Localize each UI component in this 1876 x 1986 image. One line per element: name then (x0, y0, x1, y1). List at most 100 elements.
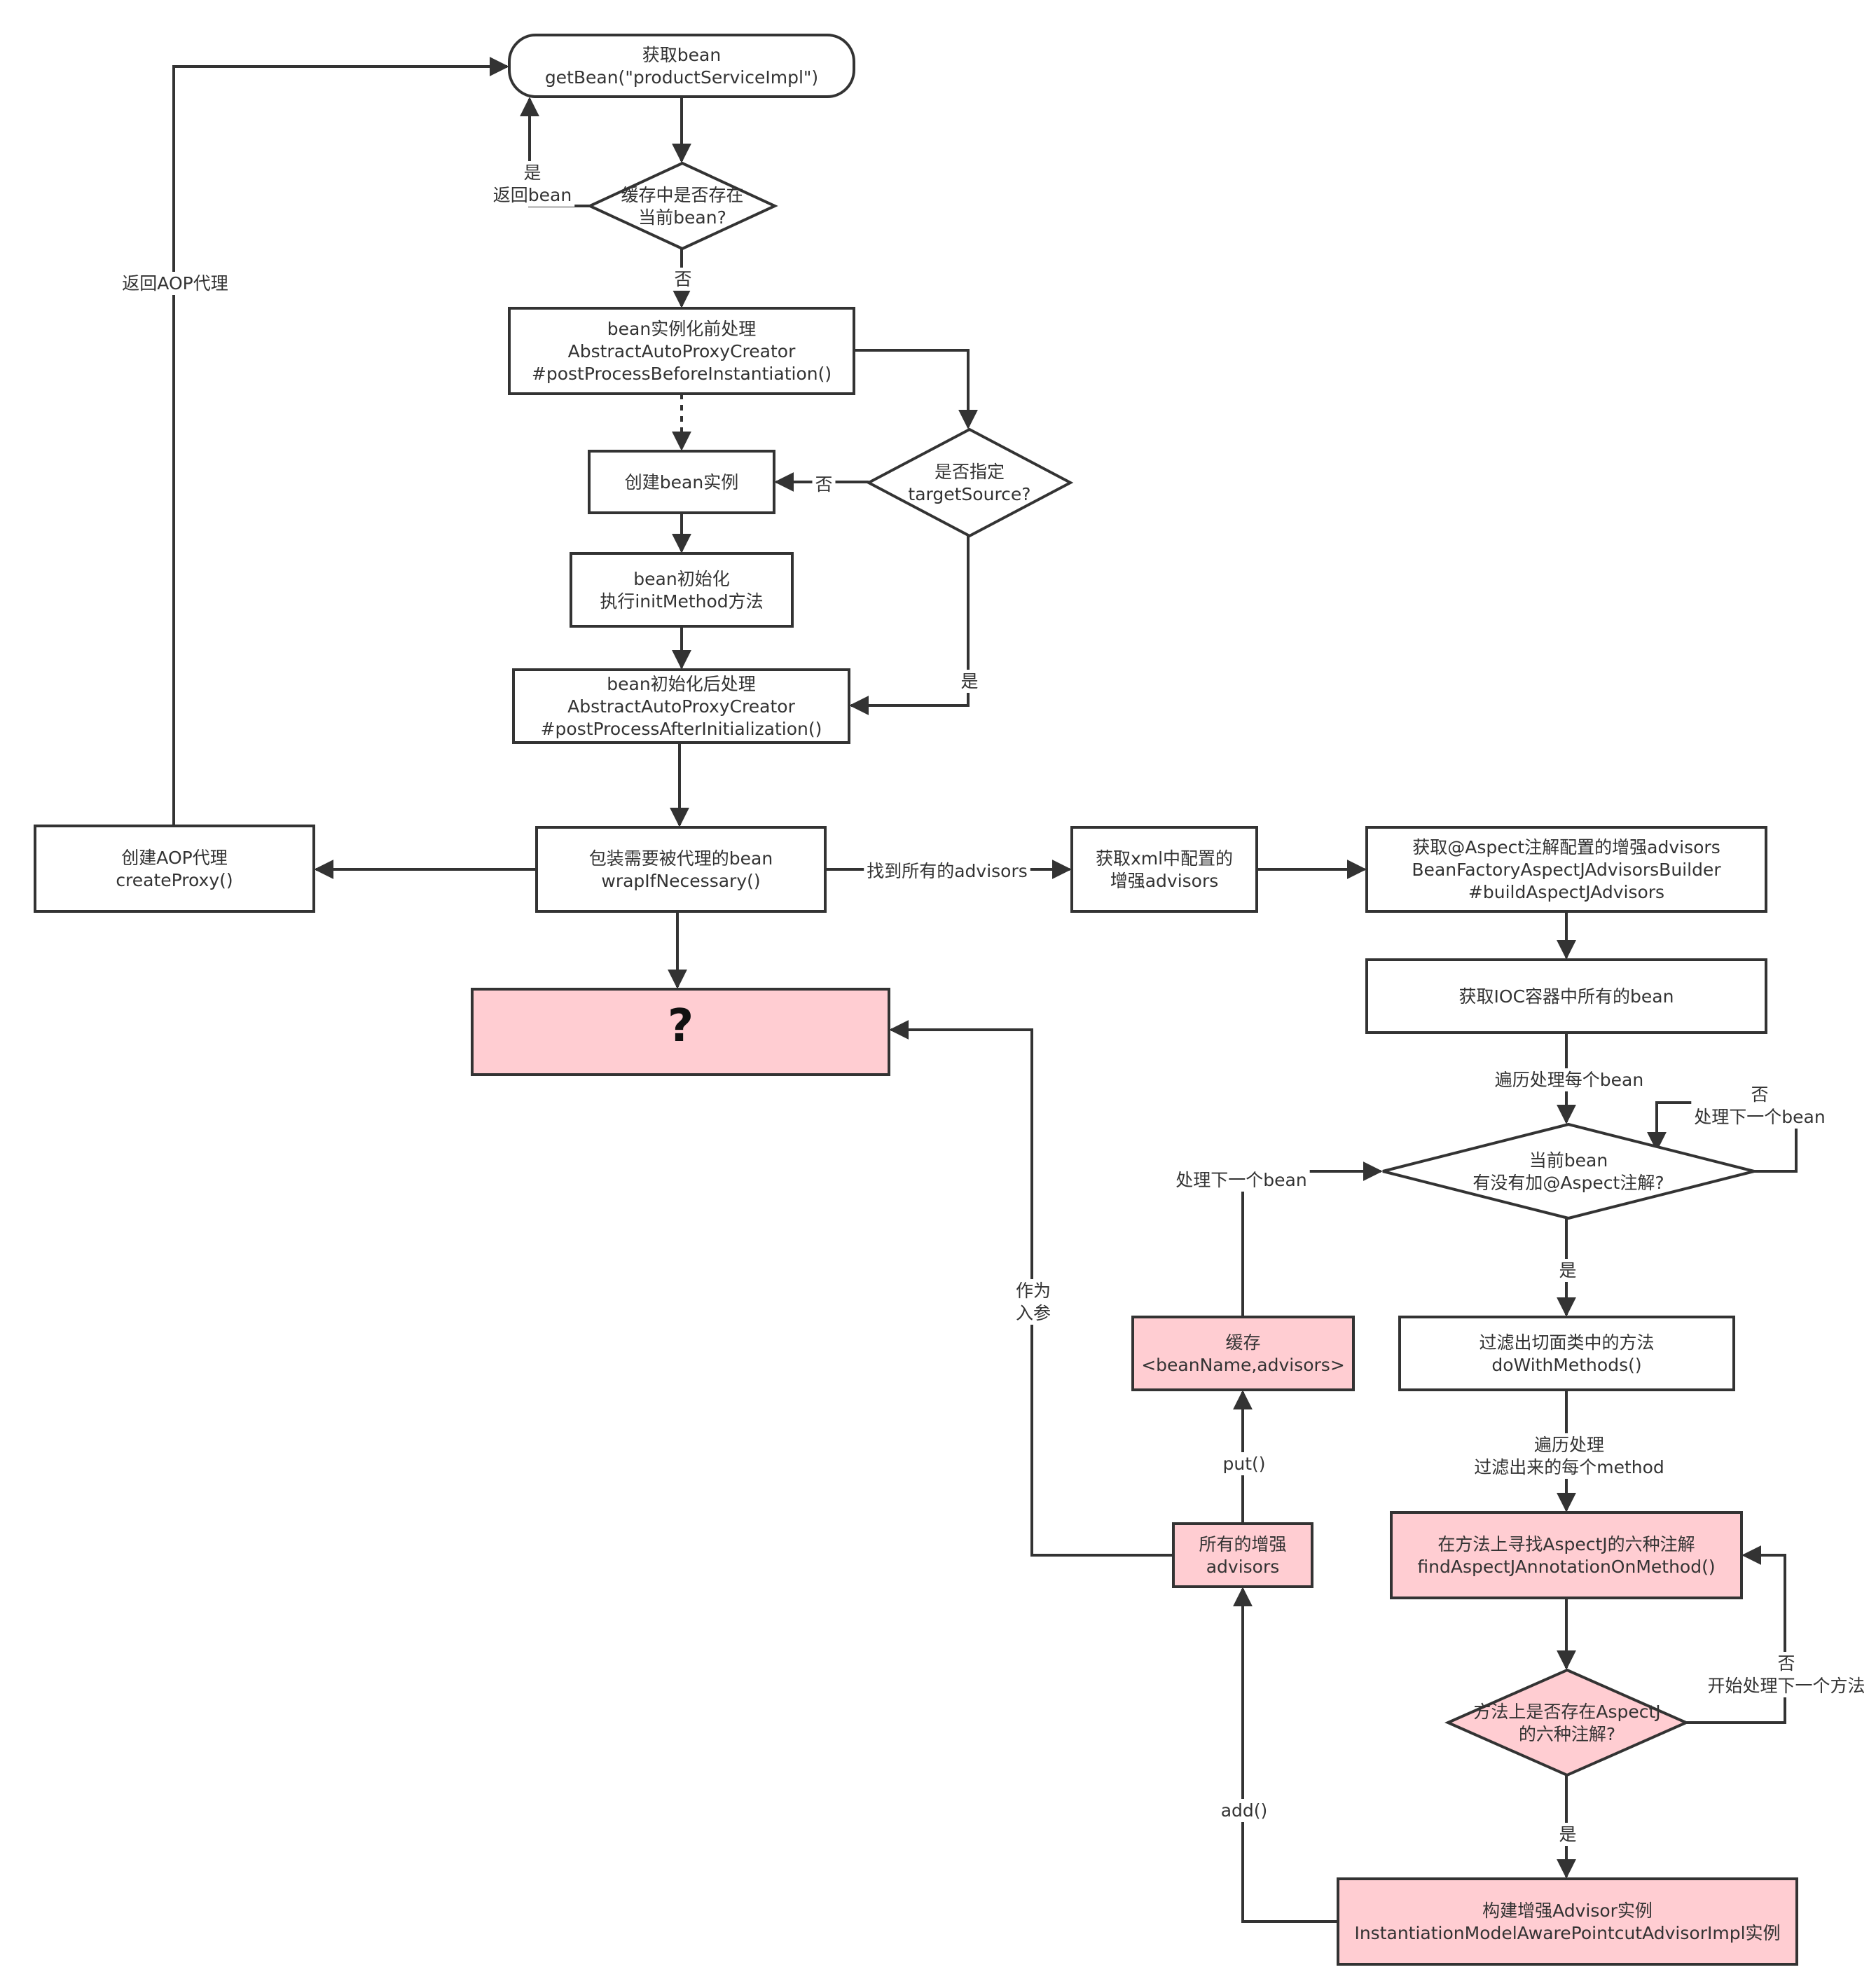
node-label: bean初始化执行initMethod方法 (600, 569, 763, 612)
edge-label-target-yes: 是 (958, 670, 981, 693)
box-shape (34, 825, 315, 913)
edge-label-traverse-methods: 遍历处理过滤出来的每个method (1471, 1433, 1667, 1479)
box-shape (1365, 826, 1767, 913)
edge-label-text: 处理下一个bean (1175, 1170, 1306, 1190)
box-shape (1365, 958, 1767, 1034)
edge-label-next-bean: 处理下一个bean (1173, 1168, 1310, 1192)
edge-label-next-bean-no: 否处理下一个bean (1691, 1083, 1828, 1129)
box-shape (1131, 1316, 1355, 1391)
node-create-instance: 创建bean实例 (588, 450, 775, 514)
edge-label-put: put() (1220, 1452, 1269, 1475)
node-ioc-beans: 获取IOC容器中所有的bean (1365, 958, 1767, 1034)
label-background (864, 860, 1030, 883)
diamond-shape (1444, 1668, 1690, 1777)
box-shape (471, 988, 890, 1076)
label-background (671, 268, 695, 291)
label-background (812, 473, 836, 496)
rounded-shape (508, 34, 855, 98)
label-background (1471, 1433, 1667, 1479)
node-cache-advisors: 缓存<beanName,advisors> (1131, 1316, 1355, 1391)
box-shape (570, 552, 794, 628)
edge-label-text: 返回AOP代理 (122, 273, 228, 294)
edge-proxy-to-get (172, 57, 509, 826)
edge-exists-to-find (1686, 1545, 1786, 1724)
label-background (1218, 1799, 1271, 1822)
label-background (119, 272, 231, 295)
edge-label-text: add() (1221, 1800, 1268, 1821)
box-shape (1337, 1877, 1798, 1966)
edge-label-aspect-yes: 是 (1556, 1259, 1580, 1282)
edge-label-text: 遍历处理过滤出来的每个method (1474, 1435, 1664, 1477)
diamond-shape (865, 427, 1074, 538)
edge-label-text: 作为入参 (1016, 1281, 1051, 1323)
box-shape (1398, 1316, 1735, 1391)
label-background (490, 161, 575, 207)
edge-label-return-proxy: 返回AOP代理 (119, 272, 231, 295)
label-background (1704, 1652, 1868, 1697)
diamond-shape (586, 161, 778, 251)
edge-label-text: 否 (674, 269, 691, 289)
edge-before-to-target (854, 349, 978, 429)
edge-label-add: add() (1218, 1799, 1271, 1822)
edge-build-to-all (1233, 1587, 1338, 1923)
edge-label-next-method-no: 否开始处理下一个方法 (1704, 1652, 1868, 1697)
edge-label-text: 否处理下一个bean (1694, 1084, 1825, 1127)
label-background (958, 670, 981, 693)
edge-label-traverse-beans: 遍历处理每个bean (1491, 1068, 1647, 1091)
edge-cache-to-check (1241, 1161, 1383, 1317)
label-background (1556, 1823, 1580, 1846)
edge-label-cache-no: 否 (671, 268, 695, 291)
edge-label-text: 是 (960, 671, 978, 691)
edge-label-target-no: 否 (812, 473, 836, 496)
edge-label-text: 是返回bean (493, 163, 572, 205)
edge-label-text: 遍历处理每个bean (1495, 1070, 1643, 1090)
edge-label-annotation-yes: 是 (1556, 1823, 1580, 1846)
box-shape (508, 307, 855, 395)
edge-label-as-param: 作为入参 (1012, 1279, 1054, 1325)
box-shape (588, 450, 775, 514)
edge-label-text: 否 (815, 474, 832, 495)
edge-label-text: 否开始处理下一个方法 (1707, 1653, 1865, 1696)
node-cache-check: 缓存中是否存在当前bean? (586, 161, 778, 251)
label-background (1012, 1279, 1054, 1325)
edge-label-text: put() (1222, 1454, 1265, 1474)
edge-label-text: 是 (1559, 1824, 1576, 1844)
node-label: 缓存中是否存在当前bean? (621, 185, 743, 228)
node-label: 获取IOC容器中所有的bean (1459, 986, 1674, 1007)
box-shape (1390, 1511, 1743, 1599)
label-background (1491, 1068, 1647, 1091)
label-background (1691, 1083, 1828, 1129)
box-shape (1070, 826, 1258, 913)
edge-label-find-all-advisors: 找到所有的advisors (864, 860, 1030, 883)
node-label: ? (668, 1000, 694, 1052)
edge-label-cache-yes: 是返回bean (490, 161, 575, 207)
diamond-shape (1382, 1122, 1755, 1220)
edge-label-text: 是 (1559, 1260, 1576, 1281)
edge-label-text: 找到所有的advisors (867, 861, 1028, 881)
label-background (1173, 1168, 1310, 1192)
box-shape (535, 826, 827, 913)
